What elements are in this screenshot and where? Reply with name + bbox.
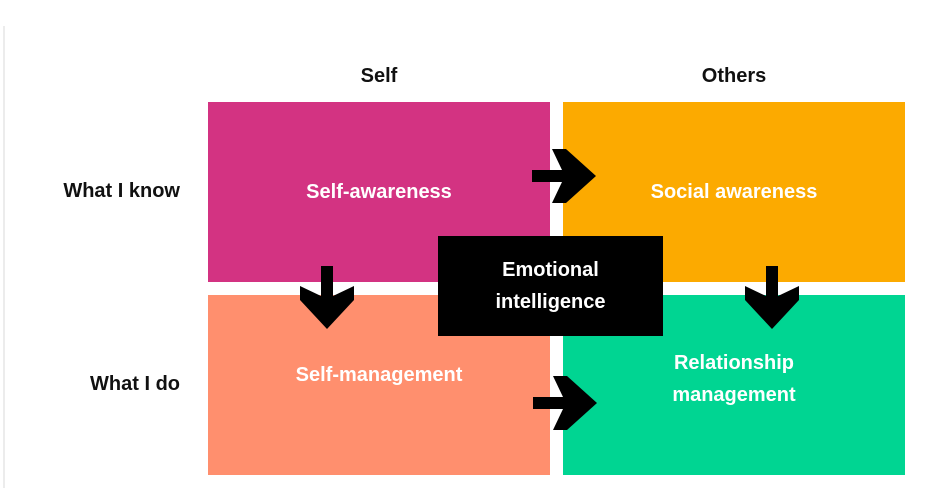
center-emotional-intelligence: Emotional intelligence: [438, 236, 663, 336]
arrow-down-icon: [300, 266, 354, 329]
arrow-down-icon: [745, 266, 799, 329]
column-header-others: Others: [701, 65, 767, 87]
column-header-self: Self: [360, 65, 398, 87]
quadrant-label: Social awareness: [650, 181, 818, 203]
center-label-line-1: Emotional: [502, 259, 599, 281]
center-label-line-2: intelligence: [495, 291, 606, 313]
row-header-what-i-know: What I know: [63, 180, 180, 202]
arrow-right-icon: [533, 376, 597, 430]
arrow-right-icon: [532, 149, 596, 203]
left-border-line: [3, 26, 5, 488]
quadrant-label: Self-management: [295, 364, 463, 386]
quadrant-self-awareness: Self-awareness: [208, 102, 550, 282]
quadrant-label-line-1: Relationship: [673, 352, 794, 374]
quadrant-label-line-2: management: [672, 384, 796, 406]
quadrant-relationship-management: Relationship management: [563, 295, 905, 475]
quadrant-label: Self-awareness: [306, 181, 452, 203]
row-header-what-i-do: What I do: [90, 373, 180, 395]
